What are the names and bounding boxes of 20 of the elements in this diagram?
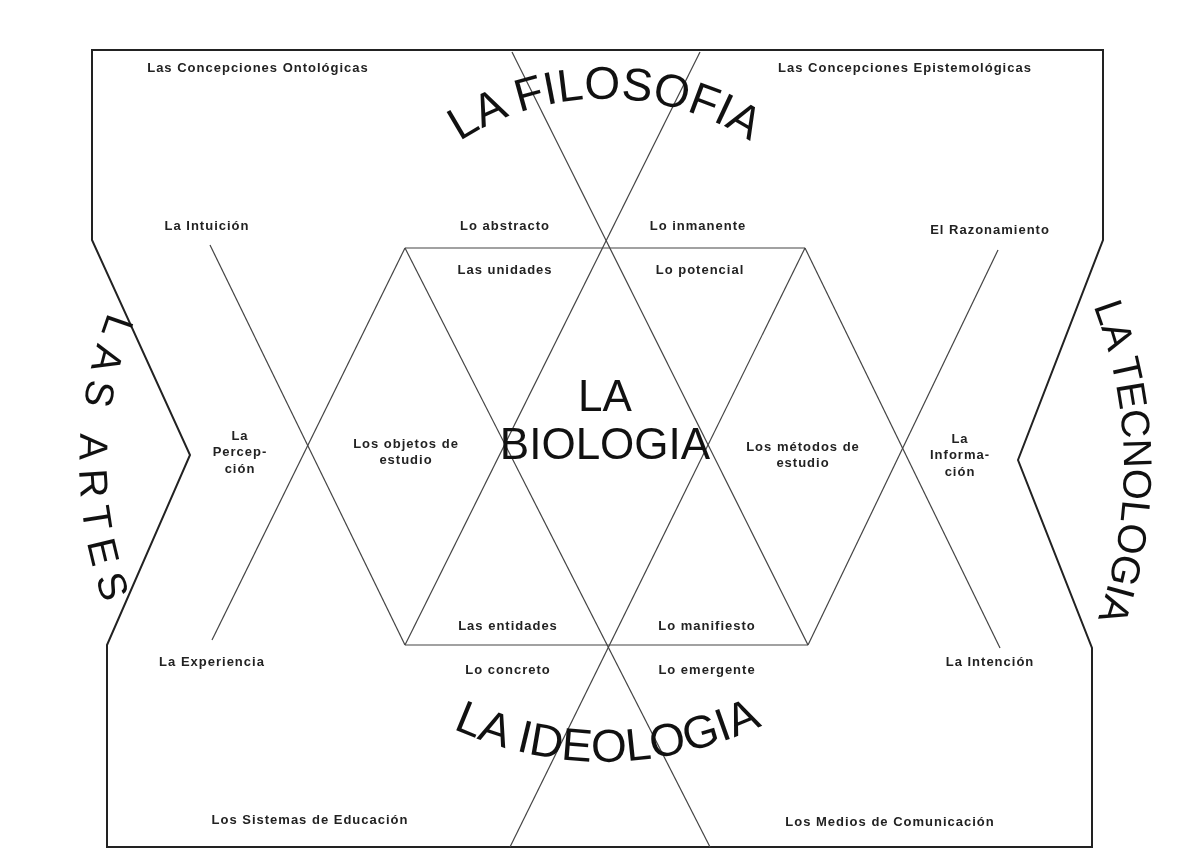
label-text: Las entidades [458, 617, 558, 635]
label-text: Las Concepciones Ontológicas [147, 59, 369, 77]
label-text: La Informa- ción [930, 430, 990, 480]
label-text: La Percep- ción [211, 427, 269, 477]
label-text: La Intuición [164, 217, 250, 235]
label-text: Los Medios de Comunicación [785, 813, 995, 831]
label-text: Lo concreto [465, 661, 551, 679]
label-text: Lo abstracto [460, 217, 550, 235]
label-text: La Intención [945, 653, 1035, 671]
label-text: Los métodos de estudio [745, 438, 861, 472]
label-text: Lo potencial [655, 261, 745, 279]
label-text: El Razonamiento [930, 221, 1050, 239]
label-text: Lo manifiesto [658, 617, 756, 635]
label-text: Los Sistemas de Educación [211, 811, 409, 829]
label-text: Lo emergente [658, 661, 756, 679]
label-text: Las unidades [457, 261, 553, 279]
label-text: Lo inmanente [649, 217, 747, 235]
label-text: Los objetos de estudio [352, 435, 460, 469]
label-text: La Experiencia [159, 653, 265, 671]
label-text: Las Concepciones Epistemológicas [778, 59, 1032, 77]
